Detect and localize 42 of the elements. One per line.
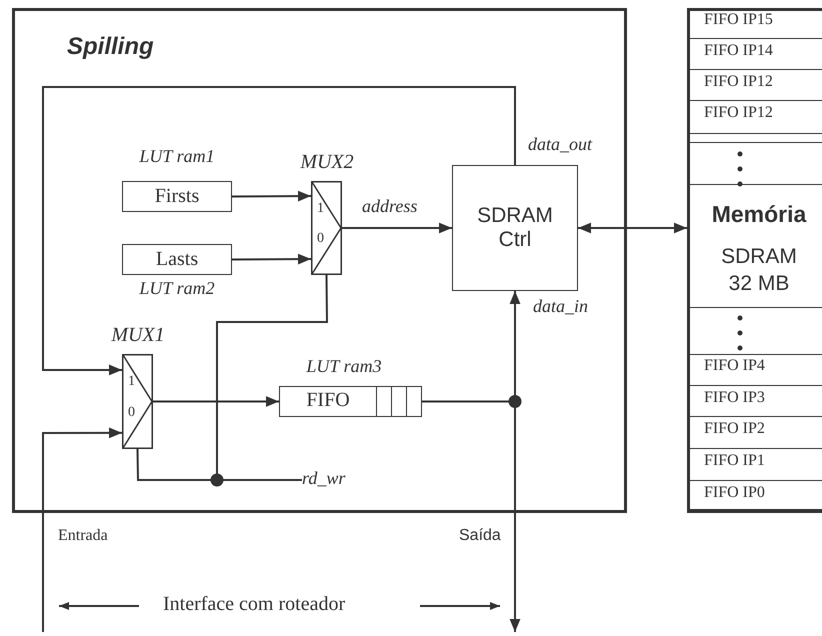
input-number: 0 (317, 231, 324, 247)
arrow (42, 427, 122, 632)
arrow (232, 254, 311, 265)
arrow (578, 222, 687, 234)
arrow (232, 190, 311, 202)
edge-label: data_in (533, 296, 588, 317)
memory-row: FIFO IP2 (690, 417, 822, 449)
module-panel (12, 8, 627, 513)
edge-label: Saída (459, 527, 501, 545)
memory-row: FIFO IP12 (690, 70, 822, 101)
input-number: 1 (128, 374, 135, 390)
interface-label: Interface com roteador (163, 593, 346, 616)
memory-row: FIFO IP3 (690, 386, 822, 417)
memory-row: FIFO IP1 (690, 449, 822, 481)
arrow (342, 222, 452, 234)
fifo-block (279, 386, 422, 417)
arrow (153, 396, 279, 407)
controller-block: SDRAM Ctrl (452, 165, 578, 291)
signal-name: rd_wr (302, 468, 362, 492)
memory-row: FIFO IP0 (690, 481, 822, 510)
memory-row: FIFO IP15 (690, 8, 822, 39)
edge-label: Entrada (58, 527, 108, 545)
memory-size-label: SDRAM 32 MB (720, 244, 798, 298)
fifo-label: FIFO (305, 389, 351, 412)
ram-block: Firsts (122, 181, 232, 212)
memory-row: FIFO IP12 (690, 101, 822, 134)
block-caption: LUT ram2 (138, 278, 216, 299)
input-number: 0 (128, 405, 135, 421)
block-caption: LUT ram1 (138, 146, 216, 167)
input-number: 1 (317, 201, 324, 217)
panel-title: Spilling (67, 33, 154, 61)
mux-label: MUX1 (110, 324, 166, 347)
mux-label: MUX2 (299, 151, 355, 174)
block-caption: LUT ram3 (305, 356, 383, 377)
ram-block: Lasts (122, 244, 232, 275)
memory-column (687, 8, 822, 513)
memory-title: Memória (710, 201, 808, 228)
memory-row: FIFO IP14 (690, 39, 822, 70)
memory-row: FIFO IP4 (690, 354, 822, 386)
edge-label: address (362, 196, 418, 217)
edge-label: data_out (528, 134, 592, 155)
arrow (42, 86, 516, 376)
